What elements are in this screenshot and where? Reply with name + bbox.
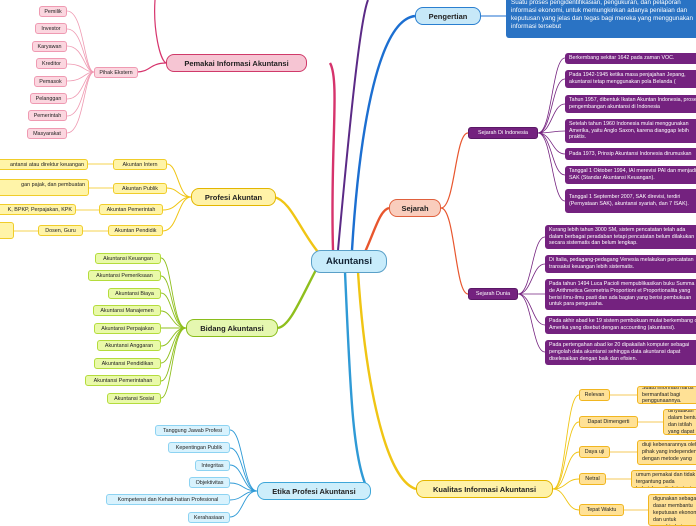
node-tepat-waktu[interactable]: Tepat Waktu xyxy=(579,504,624,516)
akuntan-intern-detail: antansi atau direktur keuangan xyxy=(0,159,88,170)
node-bidang-item[interactable]: Akuntansi Perpajakan xyxy=(94,323,161,334)
branch-kualitas-informasi-akuntansi[interactable]: Kualitas Informasi Akuntansi xyxy=(416,480,553,498)
akuntan-pendidik-detail: Dosen, Guru xyxy=(38,225,83,236)
node-pihak-ekstern[interactable]: Pihak Ekstern xyxy=(94,67,138,78)
node-etika-item[interactable]: Kerahasiaan xyxy=(188,512,230,523)
node-akuntan-intern[interactable]: Akuntan Intern xyxy=(113,159,167,170)
sejarah-indonesia-item: Tanggal 1 September 2007, SAK direvisi, … xyxy=(565,189,696,213)
pengertian-definition-text: Suatu proses pengidentifikasian, penguku… xyxy=(506,0,696,38)
branch-profesi-akuntan[interactable]: Profesi Akuntan xyxy=(191,188,276,206)
sejarah-indonesia-item: Tanggal 1 Oktober 1994, IAI merevisi PAI… xyxy=(565,166,696,184)
sejarah-indonesia-item: Setelah tahun 1960 Indonesia mulai mengg… xyxy=(565,119,696,143)
node-sejarah-di-indonesia[interactable]: Sejarah Di Indonesia xyxy=(468,127,538,139)
akuntan-pendidik-subdetail xyxy=(0,222,14,239)
sejarah-indonesia-item: Tahun 1957, dibentuk Ikatan Akuntan Indo… xyxy=(565,95,696,113)
node-relevan[interactable]: Relevan xyxy=(579,389,610,401)
node-kreditor[interactable]: Kreditor xyxy=(36,58,67,69)
sejarah-dunia-item: Di Italia, pedagang-pedagang Venesia mel… xyxy=(545,255,696,273)
node-pemerintah[interactable]: Pemerintah xyxy=(28,110,67,121)
node-bidang-item[interactable]: Akuntansi Sosial xyxy=(107,393,161,404)
node-bidang-item[interactable]: Akuntansi Manajemen xyxy=(93,305,161,316)
tepat-waktu-detail: Informasi harus disajikan tepat waktu ag… xyxy=(648,494,696,526)
branch-etika-profesi-akuntansi[interactable]: Etika Profesi Akuntansi xyxy=(257,482,371,500)
node-netral[interactable]: Netral xyxy=(579,473,606,485)
node-akuntan-pemerintah[interactable]: Akuntan Pemerintah xyxy=(99,204,163,215)
node-bidang-item[interactable]: Akuntansi Pemeriksaan xyxy=(88,270,161,281)
node-akuntan-pendidik[interactable]: Akuntan Pendidik xyxy=(108,225,163,236)
node-pemilik[interactable]: Pemilik xyxy=(39,6,67,17)
dapat-dimengerti-detail: Informasi harus dapat dinyatakan dalam b… xyxy=(663,409,696,435)
sejarah-indonesia-item: Pada 1973, Prinsip Akuntansi Indonesia d… xyxy=(565,148,696,160)
sejarah-dunia-item: Kurang lebih tahun 3000 SM, sistem penca… xyxy=(545,225,696,249)
node-etika-item[interactable]: Objektivitas xyxy=(189,477,230,488)
branch-pemakai-informasi-akuntansi[interactable]: Pemakai Informasi Akuntansi xyxy=(166,54,307,72)
node-etika-item[interactable]: Integritas xyxy=(195,460,230,471)
sejarah-indonesia-item: Berkembang sekitar 1642 pada zaman VOC. xyxy=(565,53,696,64)
node-pelanggan[interactable]: Pelanggan xyxy=(30,93,67,104)
node-etika-item[interactable]: Tanggung Jawab Profesi xyxy=(155,425,230,436)
node-bidang-item[interactable]: Akuntansi Keuangan xyxy=(95,253,161,264)
sejarah-indonesia-item: Pada 1942-1945 ketika masa penjajahan Je… xyxy=(565,70,696,88)
branch-bidang-akuntansi[interactable]: Bidang Akuntansi xyxy=(186,319,278,337)
netral-detail: Diarahkan pada kebutuhan umum pemakai da… xyxy=(631,470,696,488)
node-etika-item[interactable]: Kompetensi dan Kehati-hatian Profesional xyxy=(106,494,230,505)
node-daya-uji[interactable]: Daya uji xyxy=(579,446,610,458)
daya-uji-detail: Informasi harus dapat diuji kebenarannya… xyxy=(637,440,696,465)
sejarah-dunia-item: Pada pertengahan abad ke 20 dipakailah k… xyxy=(545,340,696,365)
node-pemasok[interactable]: Pemasok xyxy=(34,76,67,87)
node-dapat-dimengerti[interactable]: Dapat Dimengerti xyxy=(579,416,638,428)
sejarah-dunia-item: Pada akhir abad ke 19 sistem pembukuan m… xyxy=(545,316,696,334)
node-bidang-item[interactable]: Akuntansi Anggaran xyxy=(97,340,161,351)
node-karyawan[interactable]: Karyawan xyxy=(32,41,67,52)
node-bidang-item[interactable]: Akuntansi Pendidikan xyxy=(94,358,161,369)
node-bidang-item[interactable]: Akuntansi Biaya xyxy=(108,288,161,299)
node-bidang-item[interactable]: Akuntansi Pemerintahan xyxy=(85,375,161,386)
node-akuntan-publik[interactable]: Akuntan Publik xyxy=(113,183,167,194)
node-investor[interactable]: Investor xyxy=(35,23,67,34)
node-etika-item[interactable]: Kepentingan Publik xyxy=(168,442,230,453)
sejarah-dunia-item: Pada tahun 1494 Luca Pacioli mempublikas… xyxy=(545,279,696,310)
central-topic-akuntansi[interactable]: Akuntansi xyxy=(311,250,387,273)
branch-pengertian[interactable]: Pengertian xyxy=(415,7,481,25)
branch-sejarah[interactable]: Sejarah xyxy=(389,199,441,217)
relevan-detail: Suatu informasi harus bermanfaat bagi pe… xyxy=(637,386,696,404)
akuntan-publik-detail: gan pajak, dan pembuatan xyxy=(0,179,89,196)
node-masyarakat[interactable]: Masyarakat xyxy=(27,128,67,139)
node-sejarah-dunia[interactable]: Sejarah Dunia xyxy=(468,288,518,300)
akuntan-pemerintah-detail: K, BPKP, Perpajakan, KPK xyxy=(0,204,76,215)
